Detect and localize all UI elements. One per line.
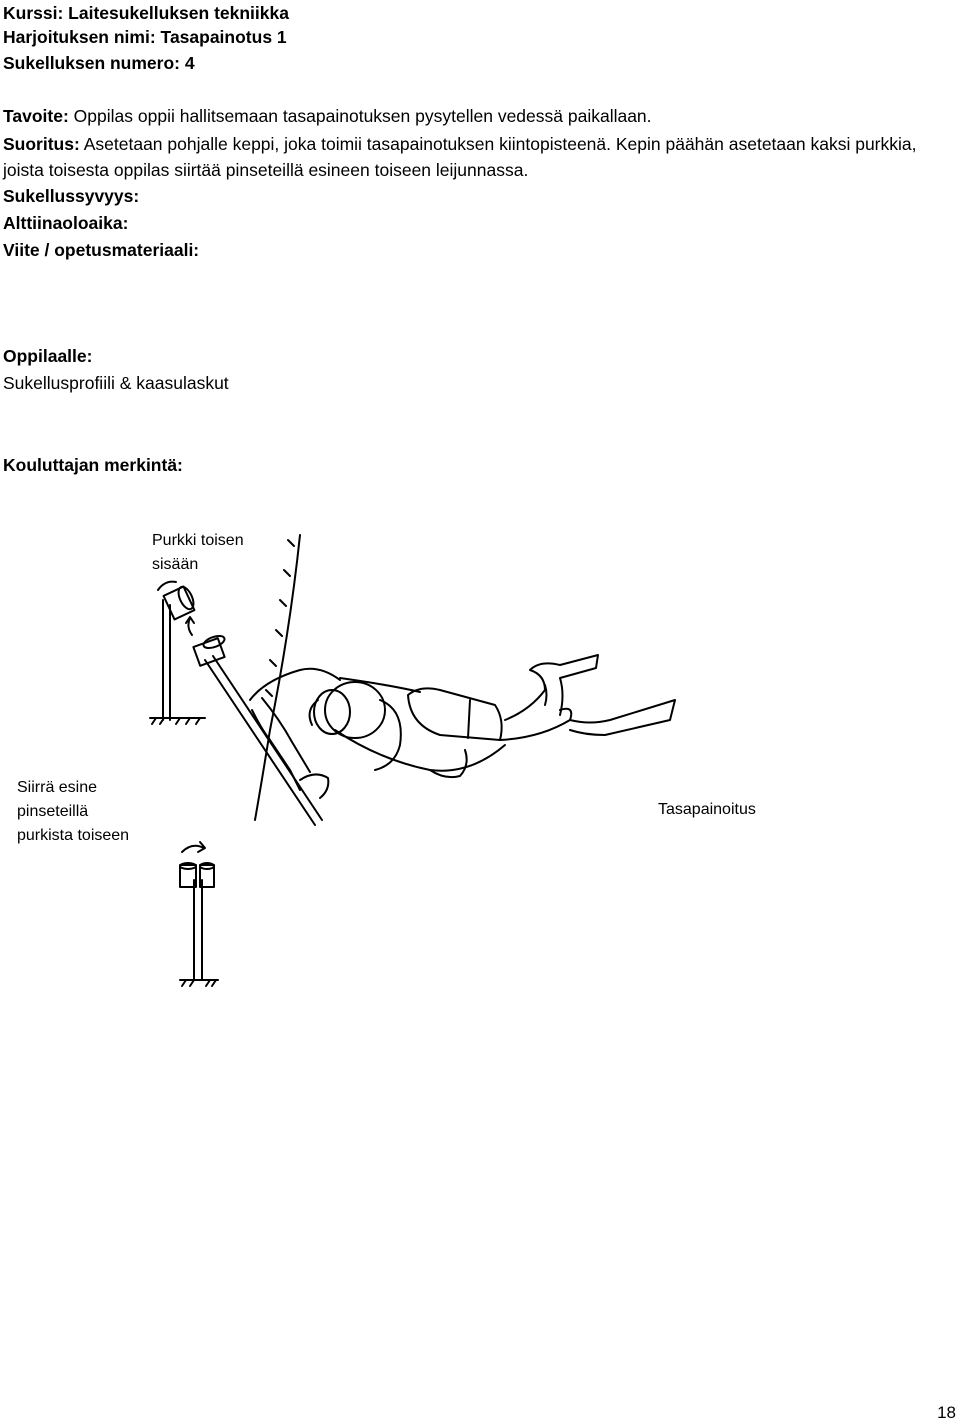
execution-label: Suoritus: bbox=[3, 134, 80, 154]
dive-number-label: Sukelluksen numero: bbox=[3, 53, 180, 73]
goal-line: Tavoite: Oppilas oppii hallitsemaan tasa… bbox=[3, 103, 652, 129]
diver bbox=[249, 654, 676, 799]
stand-two-jars bbox=[179, 841, 219, 987]
label-move-line3: purkista toiseen bbox=[17, 827, 130, 844]
label-move-line1: Siirrä esine bbox=[17, 779, 98, 796]
student-label: Oppilaalle: bbox=[3, 346, 93, 366]
exercise-line: Harjoituksen nimi: Tasapainotus 1 bbox=[3, 24, 287, 50]
label-balance: Tasapainoitus bbox=[658, 801, 756, 818]
goal-label: Tavoite: bbox=[3, 106, 69, 126]
dive-number-line: Sukelluksen numero: 4 bbox=[3, 50, 195, 76]
label-jar-line1: Purkki toisen bbox=[152, 532, 244, 549]
course-value: Laitesukelluksen tekniikka bbox=[68, 3, 289, 23]
course-label: Kurssi: bbox=[3, 3, 64, 23]
exposure-time-label: Alttiinaoloaika: bbox=[3, 213, 129, 233]
execution-text: Asetetaan pohjalle keppi, joka toimii ta… bbox=[3, 134, 917, 180]
student-text: Sukellusprofiili & kaasulaskut bbox=[3, 373, 229, 393]
stand-upper-jar bbox=[149, 580, 206, 725]
course-line: Kurssi: Laitesukelluksen tekniikka bbox=[3, 0, 289, 26]
page-number: 18 bbox=[937, 1403, 956, 1422]
goal-text: Oppilas oppii hallitsemaan tasapainotuks… bbox=[73, 106, 652, 126]
label-move-line2: pinseteillä bbox=[17, 803, 89, 820]
rope-line bbox=[254, 534, 301, 821]
instructor-label: Kouluttajan merkintä: bbox=[3, 455, 183, 475]
diver-balance-illustration bbox=[149, 534, 676, 987]
depth-label: Sukellussyvyys: bbox=[3, 186, 140, 206]
stick bbox=[192, 634, 323, 826]
execution-paragraph: Suoritus: Asetetaan pohjalle keppi, joka… bbox=[3, 131, 933, 183]
reference-label: Viite / opetusmateriaali: bbox=[3, 240, 200, 260]
exercise-label: Harjoituksen nimi: bbox=[3, 27, 156, 47]
dive-number-value: 4 bbox=[184, 53, 195, 73]
exercise-value: Tasapainotus 1 bbox=[160, 27, 287, 47]
label-jar-line2: sisään bbox=[152, 556, 199, 573]
